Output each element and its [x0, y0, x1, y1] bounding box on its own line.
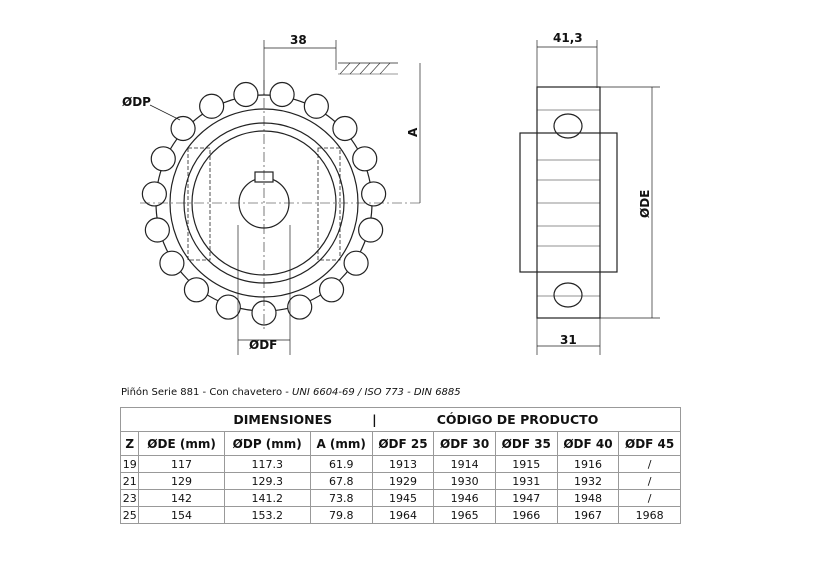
table-cell: 1965 — [433, 506, 496, 524]
dim-a-label: A — [406, 127, 420, 137]
table-cell: 154 — [138, 506, 225, 524]
tooth-pocket — [215, 294, 241, 320]
column-header: ØDF 30 — [433, 431, 496, 456]
dim-31-label: 31 — [560, 333, 577, 347]
table-cell: 1932 — [556, 472, 620, 490]
group-product-code-label: CÓDIGO DE PRODUCTO — [436, 412, 599, 427]
sprocket-front-view — [140, 80, 420, 330]
table-cell: / — [618, 472, 681, 490]
dim-41-3-label: 41,3 — [553, 31, 583, 45]
table-cell: 1948 — [556, 489, 620, 507]
table-cell: 1929 — [371, 472, 435, 490]
tooth-pocket — [303, 93, 329, 119]
group-product-code: | CÓDIGO DE PRODUCTO — [372, 407, 682, 432]
tooth-pocket — [183, 277, 210, 303]
table-cell: / — [618, 489, 681, 507]
column-header: Z — [119, 431, 140, 456]
tooth-pocket — [343, 250, 369, 276]
table-cell: 61.9 — [309, 455, 373, 473]
table-cell: / — [618, 455, 681, 473]
caption-standards: UNI 6604-69 / ISO 773 - DIN 6885 — [292, 387, 461, 398]
caption-text: Piñón Serie 881 - Con chavetero - — [121, 387, 293, 398]
dim-dp-label: ØDP — [122, 95, 151, 109]
table-cell: 153.2 — [223, 506, 311, 524]
table-cell: 1964 — [371, 506, 435, 524]
table-cell: 23 — [119, 489, 140, 507]
tooth-pocket — [199, 93, 225, 119]
table-cell: 1947 — [494, 489, 558, 507]
tooth-pocket — [170, 115, 196, 142]
table-cell: 117 — [138, 455, 225, 473]
table-cell: 142 — [138, 489, 225, 507]
table-cell: 73.8 — [309, 489, 373, 507]
dimension-lines — [149, 40, 660, 355]
tooth-pocket — [358, 217, 384, 243]
table-cell: 79.8 — [309, 506, 373, 524]
table-cell: 25 — [119, 506, 140, 524]
table-cell: 141.2 — [223, 489, 311, 507]
hatch-block — [338, 62, 398, 75]
tooth-pocket — [352, 146, 378, 172]
column-header: ØDF 35 — [494, 431, 558, 456]
group-dimensions: DIMENSIONES — [120, 407, 373, 432]
group-header-row: DIMENSIONES | CÓDIGO DE PRODUCTO — [120, 407, 682, 432]
table-cell: 129 — [138, 472, 225, 490]
tooth-pocket — [361, 181, 387, 207]
tooth-pocket — [233, 81, 259, 108]
column-header: ØDF 25 — [371, 431, 435, 456]
table-cell: 19 — [119, 455, 140, 473]
dim-df-label: ØDF — [249, 338, 277, 352]
table-cell: 1966 — [494, 506, 558, 524]
tooth-pocket — [318, 277, 345, 303]
separator: | — [372, 412, 377, 427]
dim-38-label: 38 — [290, 33, 307, 47]
tooth-pocket — [159, 250, 185, 276]
sprocket-side-view — [519, 86, 618, 319]
column-header: ØDF 40 — [556, 431, 620, 456]
table-cell: 1916 — [556, 455, 620, 473]
column-header: ØDF 45 — [618, 431, 681, 456]
table-cell: 21 — [119, 472, 140, 490]
table-cell: 1913 — [371, 455, 435, 473]
tooth-pocket — [144, 217, 170, 243]
column-header: ØDP (mm) — [223, 431, 311, 456]
tooth-pocket — [269, 81, 295, 108]
table-cell: 129.3 — [223, 472, 311, 490]
table-cell: 117.3 — [223, 455, 311, 473]
tooth-pocket — [287, 294, 313, 320]
sprocket-drawing: 38 A ØDP ØDF 41,3 ØDE 31 — [122, 31, 660, 355]
table-cell: 1931 — [494, 472, 558, 490]
table-cell: 1946 — [433, 489, 496, 507]
table-cell: 1915 — [494, 455, 558, 473]
tooth-pocket — [141, 181, 167, 207]
table-cell: 1930 — [433, 472, 496, 490]
dim-de-label: ØDE — [638, 190, 652, 218]
bolt-right — [317, 147, 341, 261]
table-cell: 1967 — [556, 506, 620, 524]
caption: Piñón Serie 881 - Con chavetero - UNI 66… — [121, 387, 461, 398]
sprocket-teeth — [141, 81, 387, 326]
table-cell: 1968 — [618, 506, 681, 524]
column-header: A (mm) — [309, 431, 373, 456]
table-cell: 67.8 — [309, 472, 373, 490]
bolt-left — [187, 147, 211, 261]
tooth-pocket — [150, 146, 176, 172]
tooth-pocket — [332, 115, 358, 142]
table-cell: 1945 — [371, 489, 435, 507]
column-header: ØDE (mm) — [138, 431, 225, 456]
table-cell: 1914 — [433, 455, 496, 473]
